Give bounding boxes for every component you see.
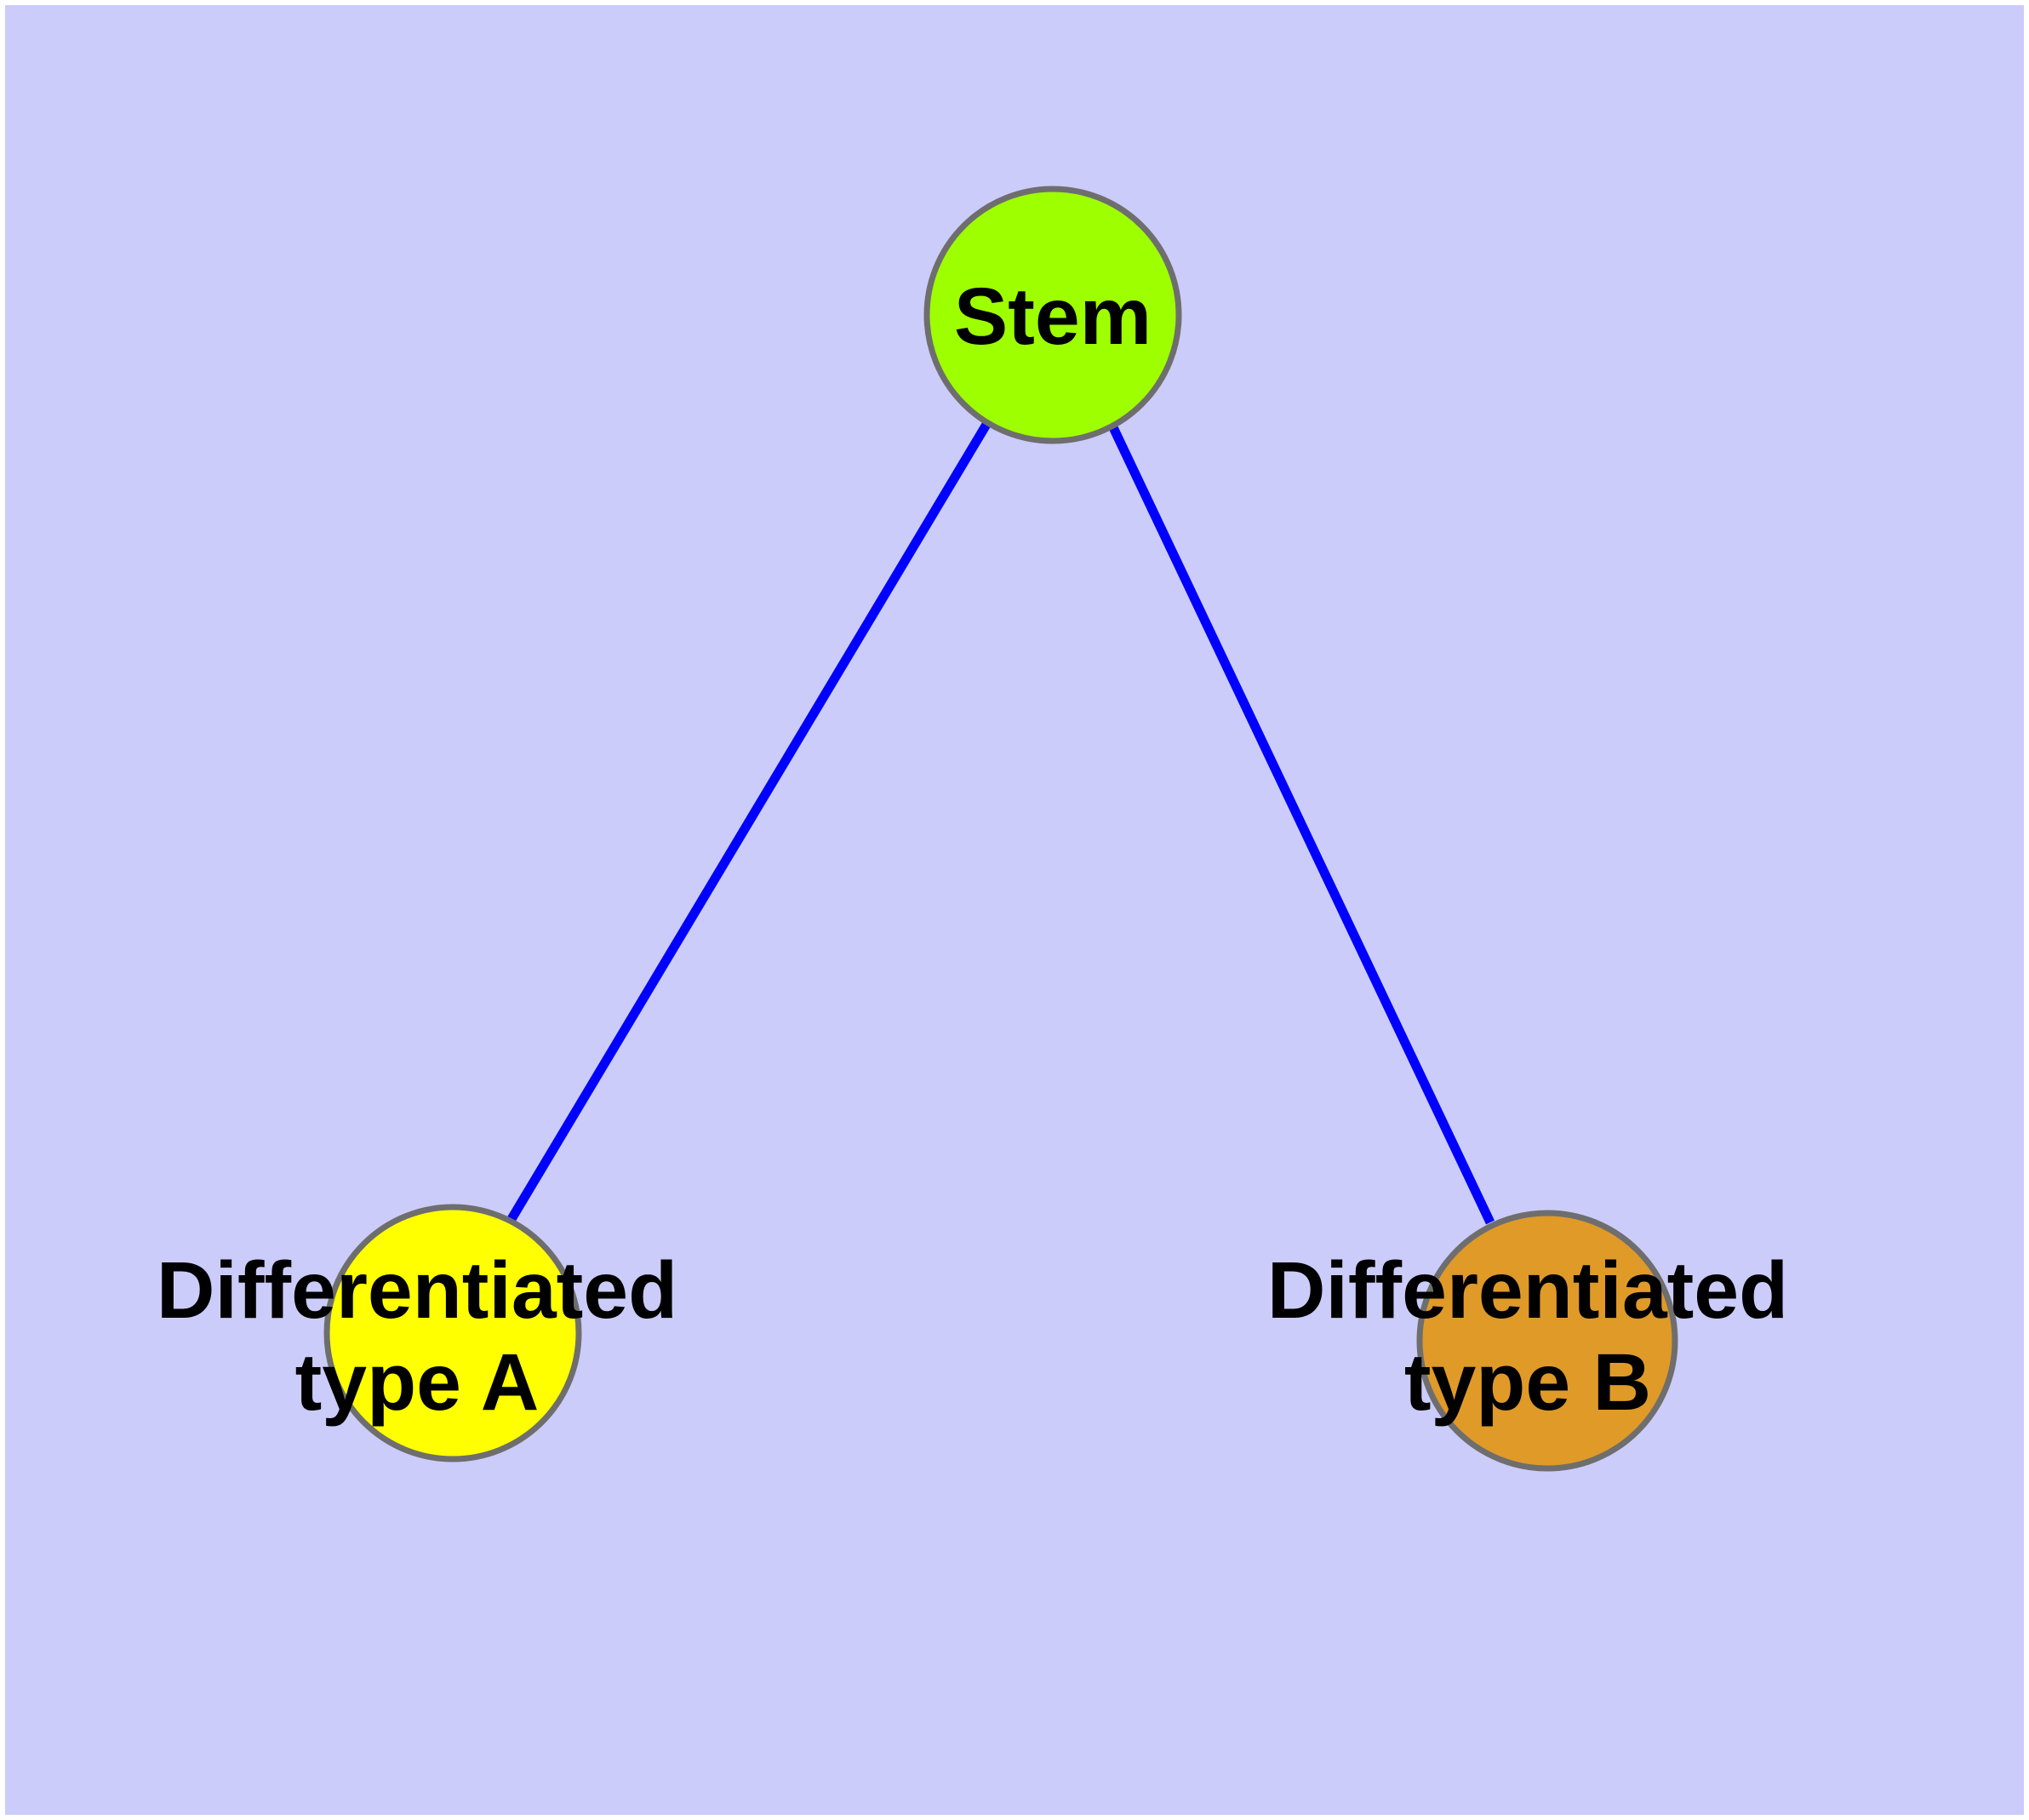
node-label-diff-a-line-1: Differentiated	[157, 1245, 677, 1336]
graph-edge-stem-to-diff-b[interactable]	[1108, 423, 1495, 1225]
graph-node-diff-a[interactable]	[323, 1204, 582, 1462]
node-circle-stem[interactable]	[923, 186, 1182, 444]
graph-node-stem[interactable]	[923, 186, 1182, 444]
node-label-diff-b-line-2: type B	[1404, 1337, 1651, 1428]
node-label-stem-line-1: Stem	[954, 272, 1152, 362]
node-circle-diff-b[interactable]	[1416, 1210, 1678, 1472]
node-label-diff-b-line-1: Differentiated	[1267, 1245, 1788, 1336]
node-circle-diff-a[interactable]	[323, 1204, 582, 1462]
graph-node-diff-b[interactable]	[1416, 1210, 1678, 1472]
edge-layer	[507, 421, 1495, 1225]
node-label-diff-a-line-2: type A	[295, 1337, 540, 1428]
graph-edge-stem-to-diff-a[interactable]	[507, 421, 992, 1222]
